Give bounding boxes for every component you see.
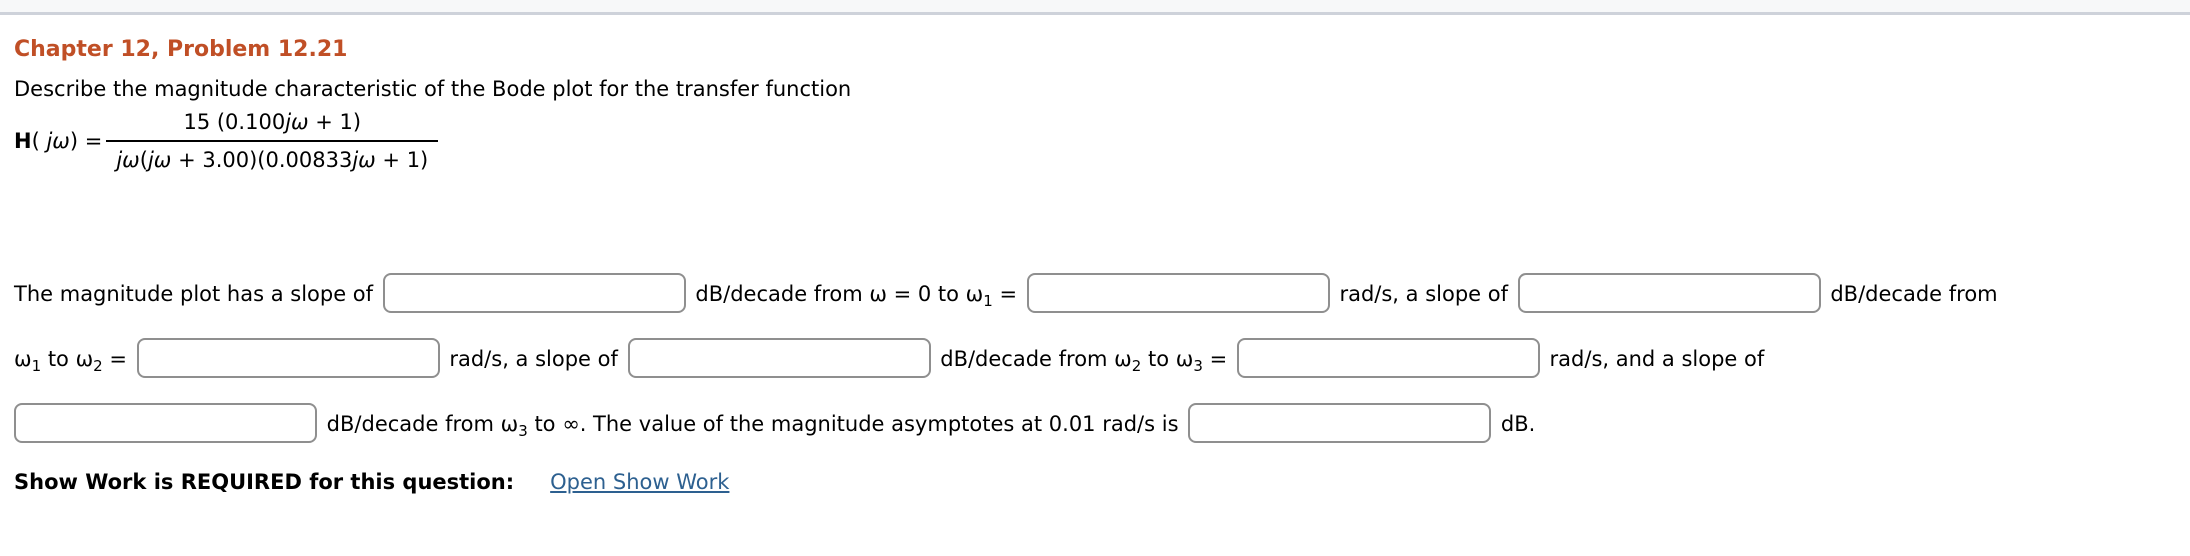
text-segment: rad/s, a slope of	[1332, 282, 1515, 306]
transfer-function-formula: H( jω) = 15 (0.100jω + 1)jω(jω + 3.00)(0…	[14, 108, 2172, 174]
text-segment: dB/decade from ω	[320, 412, 519, 436]
text-segment: to ∞. The value of the magnitude asympto…	[527, 412, 1186, 436]
subscript: 2	[1131, 357, 1142, 375]
subscript: 3	[518, 422, 528, 440]
slope-4-input[interactable]	[14, 403, 317, 443]
show-work-label: Show Work is REQUIRED for this question:	[14, 470, 515, 494]
text-segment: + 1)	[375, 148, 429, 172]
problem-title: Chapter 12, Problem 12.21	[14, 37, 348, 62]
slope-1-input[interactable]	[382, 273, 686, 313]
formula-variable: jω	[46, 129, 70, 153]
question-body: The magnitude plot has a slope of dB/dec…	[14, 273, 2172, 444]
open-show-work-link[interactable]: Open Show Work	[550, 470, 730, 494]
text-segment: ) =	[69, 129, 103, 153]
text-segment: dB.	[1494, 412, 1536, 436]
text-segment: rad/s, a slope of	[442, 347, 625, 371]
text-segment: to ω	[1141, 347, 1194, 371]
question-line-1: The magnitude plot has a slope of dB/dec…	[14, 273, 2172, 314]
slope-2-input[interactable]	[1517, 273, 1821, 313]
text-segment: to ω	[41, 347, 94, 371]
text-segment: The magnitude plot has a slope of	[14, 282, 380, 306]
text-segment: (	[139, 148, 148, 172]
text-segment: =	[992, 282, 1024, 306]
formula-variable: jω	[352, 148, 376, 172]
text-segment: dB/decade from ω = 0 to ω	[688, 282, 984, 306]
formula-fraction: 15 (0.100jω + 1)jω(jω + 3.00)(0.00833jω …	[106, 108, 439, 174]
subscript: 3	[1193, 357, 1203, 375]
omega-1-input[interactable]	[1026, 273, 1330, 313]
text-segment: 15 (0.100	[183, 110, 286, 134]
text-segment: dB/decade from ω	[933, 347, 1132, 371]
omega-3-input[interactable]	[1236, 338, 1540, 378]
text-segment: + 3.00)(0.00833	[171, 148, 353, 172]
formula-symbol: H	[14, 129, 32, 153]
text-segment: ω	[14, 347, 32, 371]
subscript: 2	[93, 357, 103, 375]
text-segment: dB/decade from	[1823, 282, 1998, 306]
magnitude-at-0.01-input[interactable]	[1188, 403, 1492, 443]
text-segment: rad/s, and a slope of	[1542, 347, 1765, 371]
formula-variable: jω	[147, 148, 172, 172]
text-segment: =	[1202, 347, 1234, 371]
show-work-row: Show Work is REQUIRED for this question:…	[14, 469, 2172, 495]
omega-2-input[interactable]	[136, 338, 440, 378]
formula-denominator: jω(jω + 3.00)(0.00833jω + 1)	[106, 142, 438, 174]
top-divider-bar	[0, 0, 2190, 15]
formula-variable: jω	[116, 148, 140, 172]
formula-variable: jω	[285, 110, 309, 134]
formula-lhs: H( jω) =	[14, 129, 102, 153]
subscript: 1	[31, 357, 42, 375]
question-line-3: dB/decade from ω3 to ∞. The value of the…	[14, 403, 2172, 444]
text-segment: + 1)	[308, 110, 362, 134]
problem-prompt: Describe the magnitude characteristic of…	[14, 77, 852, 101]
slope-3-input[interactable]	[627, 338, 931, 378]
text-segment: =	[102, 347, 134, 371]
question-line-2: ω1 to ω2 = rad/s, a slope of dB/decade f…	[14, 338, 2172, 379]
problem-content: Chapter 12, Problem 12.21 Describe the m…	[0, 15, 2190, 495]
text-segment: (	[31, 129, 47, 153]
formula-numerator: 15 (0.100jω + 1)	[106, 108, 439, 142]
subscript: 1	[983, 292, 993, 310]
